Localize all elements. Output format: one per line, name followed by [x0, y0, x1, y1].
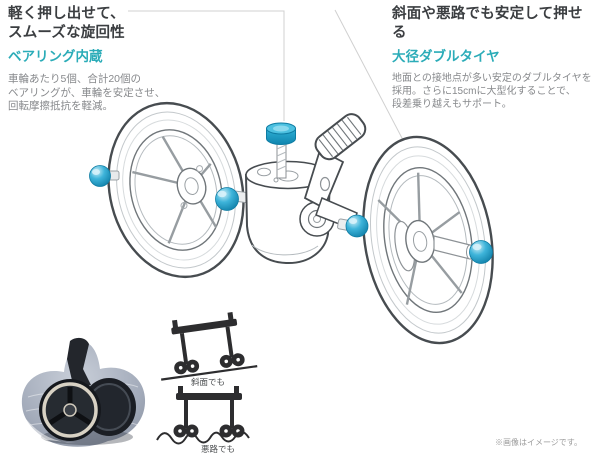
leader-line-left [128, 10, 285, 121]
left-body-line1: 車輪あたり5個、合計20個の [8, 73, 142, 85]
left-heading-line1: 軽く押し出せて、 [8, 6, 125, 22]
rough-road-pictogram [156, 386, 250, 445]
image-disclaimer-footnote: ※画像はイメージです。 [494, 438, 582, 447]
slope-caption: 斜面でも [190, 377, 225, 387]
right-body-line3: 段差乗り越えもサポート。 [392, 99, 512, 110]
right-callout-subheading: 大径ダブルタイヤ [392, 49, 500, 64]
top-nut-icon [266, 122, 296, 145]
right-callout-body: 地面との接地点が多い安定のダブルタイヤを 採用。さらに15cmに大型化することで… [392, 72, 597, 111]
slope-pictogram [161, 312, 258, 381]
right-callout: 斜面や悪路でも安定して押せる 大径ダブルタイヤ 地面との接地点が多い安定のダブル… [392, 5, 597, 111]
left-callout-heading: 軽く押し出せて、 スムーズな旋回性 [8, 5, 198, 43]
left-body-line3: 回転摩擦抵抗を軽減。 [8, 100, 113, 112]
left-callout-body: 車輪あたり5個、合計20個の ベアリングが、車輪を安定させ、 回転摩擦抵抗を軽減… [8, 73, 198, 114]
right-callout-heading: 斜面や悪路でも安定して押せる [392, 6, 583, 41]
left-body-line2: ベアリングが、車輪を安定させ、 [8, 86, 166, 99]
right-wheel [362, 135, 494, 345]
wheel-photo [21, 337, 146, 447]
rough-caption: 悪路でも [200, 444, 235, 453]
left-heading-line2: スムーズな旋回性 [8, 25, 125, 41]
bearing-left-icon [89, 165, 120, 187]
bearing-fork-right-icon [337, 214, 369, 238]
right-body-line1: 地面との接地点が多い安定のダブルタイヤを [392, 73, 592, 84]
left-callout-subheading: ベアリング内蔵 [8, 49, 103, 64]
leader-line-right [334, 9, 404, 141]
left-callout: 軽く押し出せて、 スムーズな旋回性 ベアリング内蔵 車輪あたり5個、合計20個の… [8, 5, 198, 114]
right-body-line2: 採用。さらに15cmに大型化することで、 [392, 86, 576, 97]
bearing-axle-right-icon [433, 235, 493, 264]
stem-and-nut [266, 122, 296, 179]
left-wheel [107, 101, 245, 279]
